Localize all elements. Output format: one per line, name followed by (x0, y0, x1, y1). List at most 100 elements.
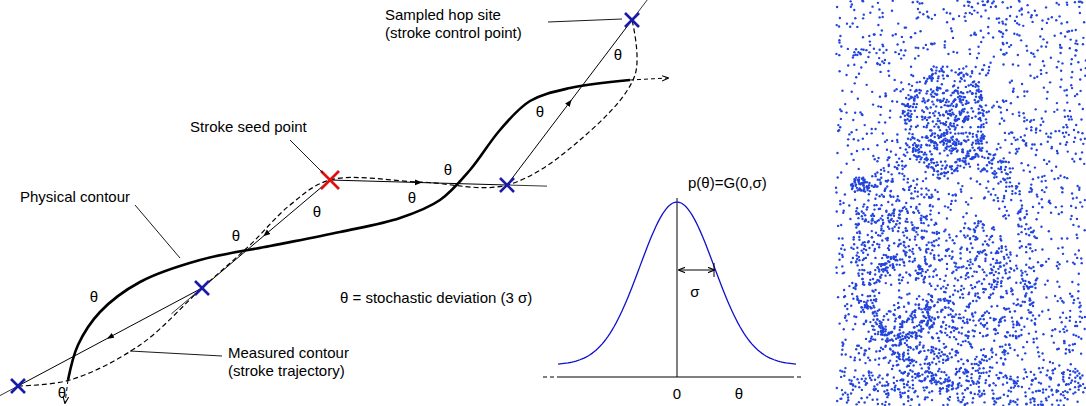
stipple-dot (942, 321, 944, 323)
stipple-dot (1077, 131, 1079, 133)
stipple-dot (1061, 191, 1063, 193)
stipple-dot (839, 200, 841, 202)
stipple-dot (901, 160, 903, 162)
stipple-dot (922, 180, 924, 182)
stipple-dot (1045, 186, 1047, 188)
stipple-dot (1022, 139, 1024, 141)
stipple-dot (1070, 215, 1072, 217)
stipple-dot (966, 234, 968, 236)
stipple-dot (915, 144, 917, 146)
stipple-dot (889, 110, 891, 112)
stipple-dot (938, 198, 940, 200)
stipple-dot (846, 401, 848, 403)
stipple-dot (1063, 136, 1065, 138)
stipple-dot (1078, 6, 1080, 8)
stipple-dot (950, 69, 952, 71)
leader-line (548, 19, 622, 22)
stipple-dot (1039, 129, 1041, 131)
stipple-dot (1021, 386, 1023, 388)
stipple-dot (1043, 191, 1045, 193)
stipple-dot (869, 340, 871, 342)
stipple-dot (943, 171, 945, 173)
stipple-dot (998, 377, 1000, 379)
stipple-dot (1061, 300, 1063, 302)
stipple-dot (1005, 217, 1007, 219)
stipple-dot (1040, 45, 1042, 47)
stipple-dot (1057, 267, 1059, 269)
stipple-dot (1073, 129, 1075, 131)
stipple-dot (988, 17, 990, 19)
stipple-dot (980, 130, 982, 132)
stipple-dot (988, 110, 990, 112)
stipple-dot (908, 98, 910, 100)
stipple-dot (923, 196, 925, 198)
stipple-dot (1055, 206, 1057, 208)
stipple-dot (1073, 263, 1075, 265)
stipple-dot (1030, 187, 1032, 189)
stipple-dot (1081, 205, 1083, 207)
stipple-dot (916, 81, 918, 83)
stipple-dot (969, 267, 971, 269)
stipple-dot (890, 150, 892, 152)
stipple-dot (969, 53, 971, 55)
stipple-dot (1004, 319, 1006, 321)
stipple-dot (914, 187, 916, 189)
stipple-dot (919, 341, 921, 343)
stipple-dot (882, 195, 884, 197)
stipple-dot (858, 168, 860, 170)
stipple-dot (1056, 265, 1058, 267)
stipple-dot (1030, 129, 1032, 131)
reference-line (507, 185, 547, 186)
stipple-dot (971, 146, 973, 148)
stipple-dot (947, 53, 949, 55)
stipple-dot (994, 333, 996, 335)
stipple-dot (962, 297, 964, 299)
stipple-dot (1038, 355, 1040, 357)
stipple-dot (1027, 164, 1029, 166)
stipple-dot (1015, 337, 1017, 339)
stipple-dot (972, 110, 974, 112)
stipple-dot (904, 392, 906, 394)
stipple-dot (973, 363, 975, 365)
stipple-dot (857, 272, 859, 274)
stipple-dot (1044, 283, 1046, 285)
stipple-dot (1004, 132, 1006, 134)
stipple-dot (1056, 300, 1058, 302)
stipple-dot (898, 213, 900, 215)
stipple-dot (1046, 369, 1048, 371)
stipple-dot (983, 224, 985, 226)
stipple-dot (906, 384, 908, 386)
stipple-dot (1041, 310, 1043, 312)
stipple-dot (1081, 151, 1083, 153)
stipple-dot (984, 258, 986, 260)
stipple-dot (1029, 75, 1031, 77)
stipple-dot (851, 293, 853, 295)
hop-chord (18, 288, 202, 386)
stipple-dot (1030, 52, 1032, 54)
stipple-dot (881, 232, 883, 234)
stipple-dot (1080, 257, 1082, 259)
stipple-dot (1066, 4, 1068, 6)
stipple-dot (848, 204, 850, 206)
stipple-dot (986, 1, 988, 3)
stipple-dot (910, 36, 912, 38)
stipple-dot (1018, 23, 1020, 25)
stipple-dot (953, 169, 955, 171)
stipple-dot (992, 36, 994, 38)
stipple-dot (957, 360, 959, 362)
stipple-dot (898, 306, 900, 308)
stipple-dot (989, 272, 991, 274)
stipple-dot (981, 358, 983, 360)
stipple-dot (863, 323, 865, 325)
stipple-dot (904, 115, 906, 117)
stipple-dot (862, 0, 864, 2)
stipple-dot (984, 253, 986, 255)
stipple-dot (955, 338, 957, 340)
stipple-dot (884, 141, 886, 143)
stipple-dot (977, 393, 979, 395)
stipple-dot (1071, 58, 1073, 60)
stipple-dot (1056, 150, 1058, 152)
stipple-dot (910, 36, 912, 38)
stipple-dot (930, 88, 932, 90)
stipple-dot (850, 6, 852, 8)
